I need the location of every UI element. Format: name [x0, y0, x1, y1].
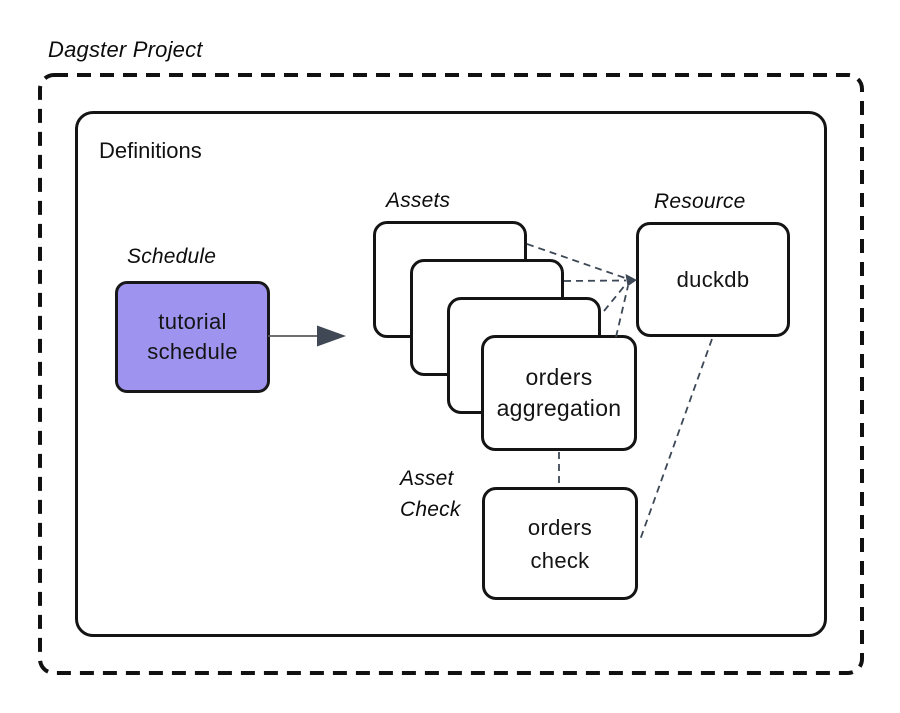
asset-check-label-line2: Check [400, 498, 461, 521]
assets-label: Assets [386, 189, 451, 212]
tutorial-schedule-node-line2: schedule [147, 339, 238, 364]
duckdb-node-line1: duckdb [676, 266, 750, 292]
diagram-title: Dagster Project [48, 37, 203, 62]
tutorial-schedule-node: tutorial schedule [115, 281, 270, 393]
tutorial-schedule-node-line1: tutorial [158, 309, 227, 334]
resource-label: Resource [654, 190, 746, 213]
asset-check-label-line1: Asset [400, 467, 454, 490]
schedule-label: Schedule [127, 245, 217, 268]
asset-check-label: Asset Check [400, 463, 461, 525]
definitions-label: Definitions [99, 138, 202, 163]
orders-check-node-line2: check [530, 547, 590, 573]
orders-aggregation-node-line2: aggregation [496, 395, 622, 421]
orders-aggregation-node-line1: orders [525, 364, 593, 390]
orders-check-node: orders check [482, 487, 638, 600]
orders-aggregation-node: orders aggregation [481, 335, 637, 451]
orders-check-node-line1: orders [527, 514, 593, 540]
duckdb-node: duckdb [636, 222, 790, 337]
